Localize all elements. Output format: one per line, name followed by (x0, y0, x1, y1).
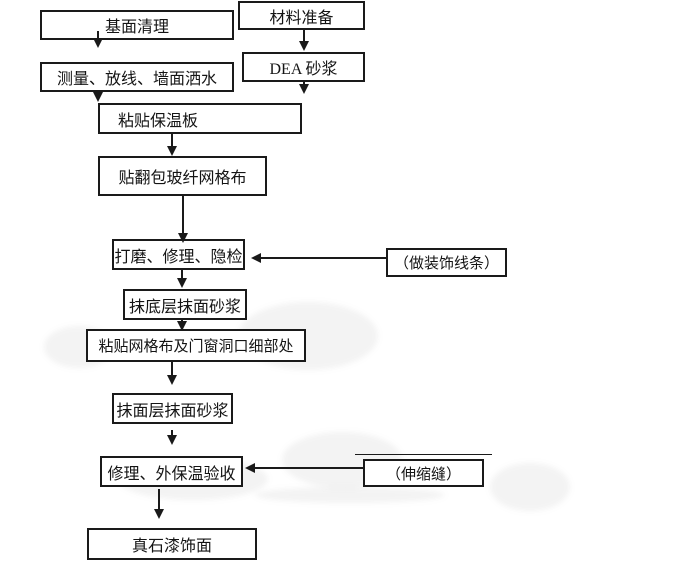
flow-node-label-repair-insulation-acceptance: 修理、外保温验收 (107, 465, 236, 483)
flow-node-material-prep: 材料准备 (238, 1, 365, 30)
arrowhead-down-icon (299, 84, 309, 94)
arrowhead-down-icon (93, 92, 103, 102)
arrowhead-down-icon (178, 233, 188, 243)
flow-node-decorative-lines: （做装饰线条） (386, 248, 507, 277)
arrow-line-base-cleaning-to-measure-snap-spray (97, 31, 99, 39)
arrow-line-wrap-fiberglass-mesh-to-grind-repair-inspect (182, 195, 184, 234)
flow-node-measure-snap-spray: 测量、放线、墙面洒水 (40, 62, 234, 92)
flow-node-label-base-cleaning: 基面清理 (104, 19, 169, 36)
flow-node-label-base-coat-mortar: 抹底层抹面砂浆 (128, 298, 241, 316)
line-above-expansion-joint (355, 454, 492, 455)
flow-node-base-cleaning: 基面清理 (40, 10, 234, 40)
flow-node-mesh-door-window-details: 粘贴网格布及门窗洞口细部处 (86, 329, 306, 362)
flow-node-repair-insulation-acceptance: 修理、外保温验收 (100, 456, 243, 487)
flow-node-label-expansion-joint: （伸缩缝） (385, 466, 461, 483)
flow-node-label-dea-mortar: DEA 砂浆 (269, 61, 338, 78)
flow-node-label-grind-repair-inspect: 打磨、修理、隐检 (114, 248, 243, 266)
arrowhead-down-icon (177, 321, 187, 331)
arrowhead-down-icon (299, 41, 309, 51)
flow-node-label-stone-paint-finish: 真石漆饰面 (131, 538, 212, 555)
flow-node-label-measure-snap-spray: 测量、放线、墙面洒水 (56, 71, 217, 88)
arrowhead-down-icon (154, 509, 164, 519)
arrowhead-down-icon (177, 278, 187, 288)
arrowhead-left-icon (245, 463, 255, 473)
arrow-line-grind-repair-inspect-to-base-coat-mortar (181, 270, 183, 279)
flow-node-dea-mortar: DEA 砂浆 (242, 52, 365, 82)
flow-node-finish-coat-mortar: 抹面层抹面砂浆 (112, 393, 233, 424)
flow-node-label-paste-insulation-board: 粘贴保温板 (118, 112, 199, 130)
flow-node-paste-insulation-board: 粘贴保温板 (98, 103, 302, 134)
scan-artifact (255, 487, 445, 503)
flow-node-label-wrap-fiberglass-mesh: 贴翻包玻纤网格布 (118, 170, 247, 187)
flow-node-stone-paint-finish: 真石漆饰面 (87, 528, 257, 560)
arrowhead-down-icon (167, 375, 177, 385)
flow-node-wrap-fiberglass-mesh: 贴翻包玻纤网格布 (98, 156, 267, 196)
arrow-line-paste-insulation-board-to-wrap-fiberglass-mesh (171, 134, 173, 147)
arrow-line-repair-insulation-acceptance-to-stone-paint-finish (158, 489, 160, 510)
arrowhead-down-icon (167, 146, 177, 156)
arrow-line-mesh-door-window-details-to-finish-coat-mortar (171, 362, 173, 376)
flow-node-expansion-joint: （伸缩缝） (363, 459, 484, 487)
flow-node-label-finish-coat-mortar: 抹面层抹面砂浆 (116, 402, 229, 420)
flow-node-label-material-prep: 材料准备 (269, 9, 334, 27)
flow-node-base-coat-mortar: 抹底层抹面砂浆 (123, 289, 247, 320)
arrow-line-expansion-joint-to-repair-insulation-acceptance (254, 467, 363, 469)
arrowhead-down-icon (167, 435, 177, 445)
flow-node-label-mesh-door-window-details: 粘贴网格布及门窗洞口细部处 (98, 339, 294, 355)
arrow-line-decorative-lines-to-grind-repair-inspect (260, 257, 386, 259)
scan-artifact (490, 463, 570, 511)
arrow-line-dea-mortar-to-paste-insulation-board (303, 82, 305, 85)
arrowhead-left-icon (251, 253, 261, 263)
flow-node-grind-repair-inspect: 打磨、修理、隐检 (112, 239, 245, 270)
flow-node-label-decorative-lines: （做装饰线条） (393, 256, 499, 272)
arrow-line-material-prep-to-dea-mortar (303, 30, 305, 42)
arrowhead-down-icon (93, 38, 103, 48)
arrow-line-finish-coat-mortar-to-repair-insulation-acceptance (171, 430, 173, 436)
